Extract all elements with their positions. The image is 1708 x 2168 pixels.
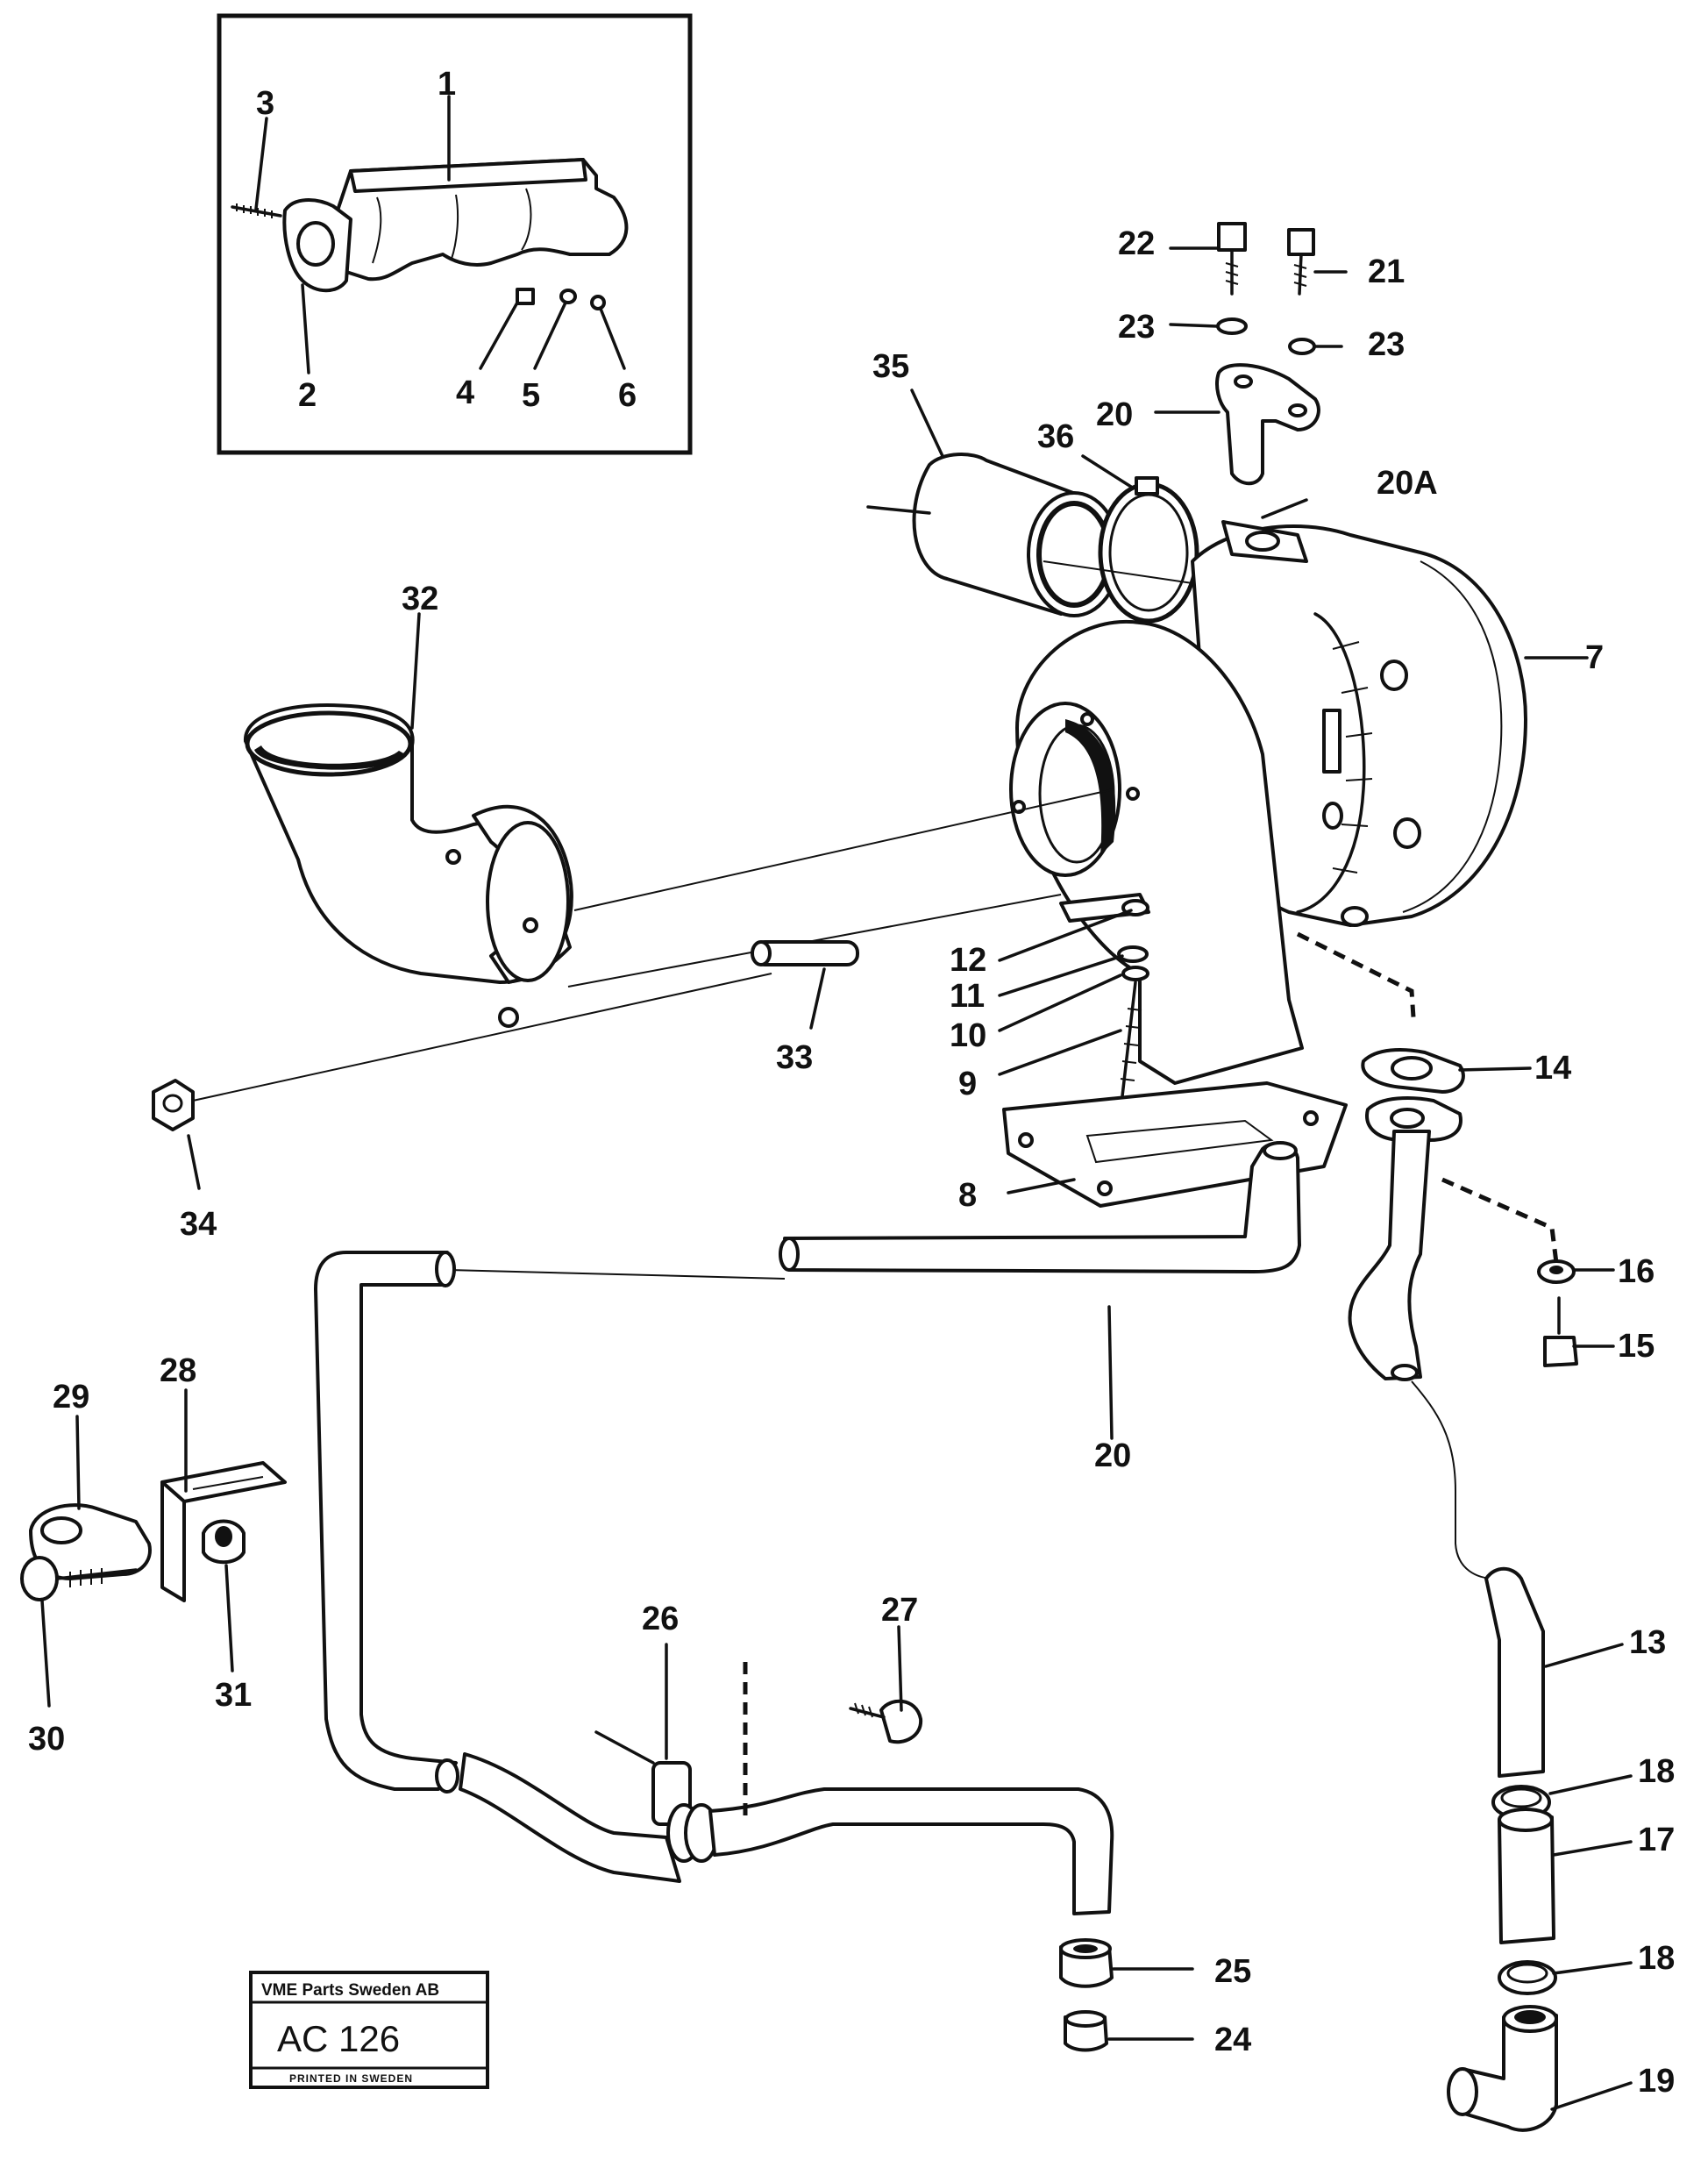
callout-24: 24 <box>1214 2022 1251 2058</box>
bracket-clamp-group: 28 29 30 31 <box>20 1352 287 1758</box>
callout-12: 12 <box>950 942 986 979</box>
oil-feed-pipe-group: 20 26 27 25 24 <box>314 1141 1301 2058</box>
callout-23-left: 23 <box>1118 309 1155 346</box>
stamp-footer: PRINTED IN SWEDEN <box>289 2072 413 2085</box>
callout-22: 22 <box>1118 225 1155 262</box>
callout-28: 28 <box>160 1352 196 1389</box>
stamp-company: VME Parts Sweden AB <box>261 1981 439 2000</box>
callout-30: 30 <box>28 1721 65 1758</box>
callout-26: 26 <box>642 1601 679 1637</box>
turbocharger-group: 7 20A 12 11 10 9 8 <box>950 465 1604 1214</box>
callout-27: 27 <box>881 1592 918 1629</box>
oil-drain-group: 14 16 15 13 18 17 18 19 <box>1348 1048 1675 2132</box>
callout-9: 9 <box>958 1066 977 1102</box>
callout-5: 5 <box>522 377 540 414</box>
callout-8: 8 <box>958 1177 977 1214</box>
callout-19: 19 <box>1638 2063 1675 2100</box>
callout-13: 13 <box>1629 1624 1666 1661</box>
callout-18-top: 18 <box>1638 1753 1675 1790</box>
callout-32: 32 <box>402 581 438 617</box>
callout-33: 33 <box>776 1039 813 1076</box>
stamp-code: AC 126 <box>277 2018 400 2059</box>
callout-29: 29 <box>53 1379 89 1416</box>
callout-35: 35 <box>872 348 909 385</box>
callout-11: 11 <box>950 978 985 1015</box>
callout-21: 21 <box>1368 253 1405 290</box>
intake-pipe-group: 35 36 <box>866 348 1199 624</box>
callout-23-right: 23 <box>1368 326 1405 363</box>
callout-14: 14 <box>1534 1050 1571 1087</box>
callout-20-bottom: 20 <box>1094 1437 1131 1474</box>
callout-17: 17 <box>1638 1822 1675 1858</box>
callout-31: 31 <box>215 1677 252 1714</box>
callout-20-top: 20 <box>1096 396 1133 433</box>
callout-1: 1 <box>438 66 456 103</box>
callout-34: 34 <box>180 1206 217 1243</box>
callout-20A: 20A <box>1377 465 1438 502</box>
callout-2: 2 <box>298 377 317 414</box>
callout-36: 36 <box>1037 418 1074 455</box>
callout-15: 15 <box>1618 1328 1655 1365</box>
vme-stamp: VME Parts Sweden AB AC 126 PRINTED IN SW… <box>249 1971 489 2089</box>
inset-manifold-box: 1 3 2 4 5 6 <box>217 13 693 455</box>
oil-feed-flange-group: 22 21 23 23 20 <box>1096 222 1405 486</box>
callout-4: 4 <box>456 374 474 411</box>
callout-3: 3 <box>256 85 274 122</box>
callout-6: 6 <box>618 377 637 414</box>
callout-25: 25 <box>1214 1953 1251 1990</box>
exhaust-elbow-group: 32 33 34 <box>152 581 1114 1243</box>
callout-18-bottom: 18 <box>1638 1940 1675 1977</box>
callout-7: 7 <box>1585 639 1604 676</box>
callout-16: 16 <box>1618 1253 1655 1290</box>
callout-10: 10 <box>950 1017 986 1054</box>
